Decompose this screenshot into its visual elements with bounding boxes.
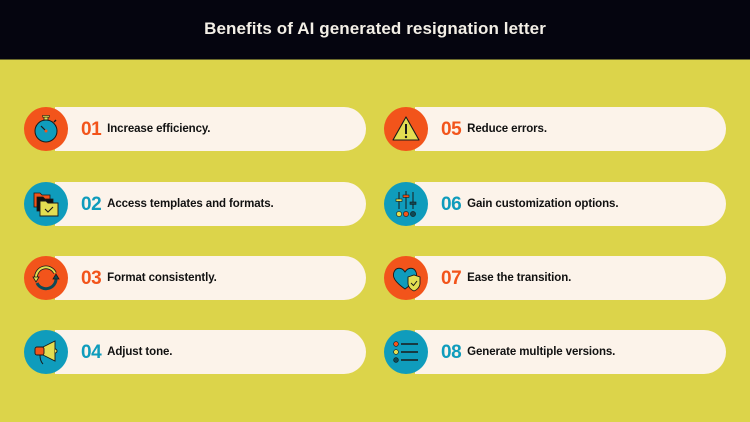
sliders-icon xyxy=(384,182,428,226)
benefit-label: Increase efficiency. xyxy=(107,123,211,135)
benefit-label: Ease the transition. xyxy=(467,272,572,284)
benefit-pill: 08 Generate multiple versions. xyxy=(415,330,726,374)
benefit-pill: 07 Ease the transition. xyxy=(415,256,726,300)
refresh-arrows-icon xyxy=(24,256,68,300)
benefit-label: Gain customization options. xyxy=(467,198,619,210)
heart-shield-icon xyxy=(384,256,428,300)
benefit-label: Adjust tone. xyxy=(107,346,173,358)
benefit-item-02: 02 Access templates and formats. xyxy=(24,182,366,226)
megaphone-icon xyxy=(24,330,68,374)
benefit-number: 05 xyxy=(441,118,462,140)
benefit-number: 04 xyxy=(81,341,102,363)
benefit-number: 08 xyxy=(441,341,462,363)
benefit-item-05: 05 Reduce errors. xyxy=(384,107,726,151)
benefit-label: Format consistently. xyxy=(107,272,217,284)
benefit-item-08: 08 Generate multiple versions. xyxy=(384,330,726,374)
benefit-item-01: 01 Increase efficiency. xyxy=(24,107,366,151)
benefit-item-07: 07 Ease the transition. xyxy=(384,256,726,300)
benefit-item-03: 03 Format consistently. xyxy=(24,256,366,300)
benefit-number: 06 xyxy=(441,193,462,215)
benefit-pill: 05 Reduce errors. xyxy=(415,107,726,151)
benefit-pill: 03 Format consistently. xyxy=(55,256,366,300)
benefit-pill: 01 Increase efficiency. xyxy=(55,107,366,151)
benefit-item-06: 06 Gain customization options. xyxy=(384,182,726,226)
benefit-number: 02 xyxy=(81,193,102,215)
list-icon xyxy=(384,330,428,374)
page-title: Benefits of AI generated resignation let… xyxy=(204,18,546,38)
benefit-item-04: 04 Adjust tone. xyxy=(24,330,366,374)
warning-icon xyxy=(384,107,428,151)
header-banner: Benefits of AI generated resignation let… xyxy=(0,0,750,60)
benefit-label: Reduce errors. xyxy=(467,123,547,135)
benefit-pill: 04 Adjust tone. xyxy=(55,330,366,374)
stopwatch-icon xyxy=(24,107,68,151)
benefit-label: Access templates and formats. xyxy=(107,198,274,210)
benefit-label: Generate multiple versions. xyxy=(467,346,616,358)
benefit-pill: 06 Gain customization options. xyxy=(415,182,726,226)
benefit-number: 07 xyxy=(441,267,462,289)
benefit-number: 01 xyxy=(81,118,102,140)
benefit-pill: 02 Access templates and formats. xyxy=(55,182,366,226)
folders-icon xyxy=(24,182,68,226)
benefit-number: 03 xyxy=(81,267,102,289)
